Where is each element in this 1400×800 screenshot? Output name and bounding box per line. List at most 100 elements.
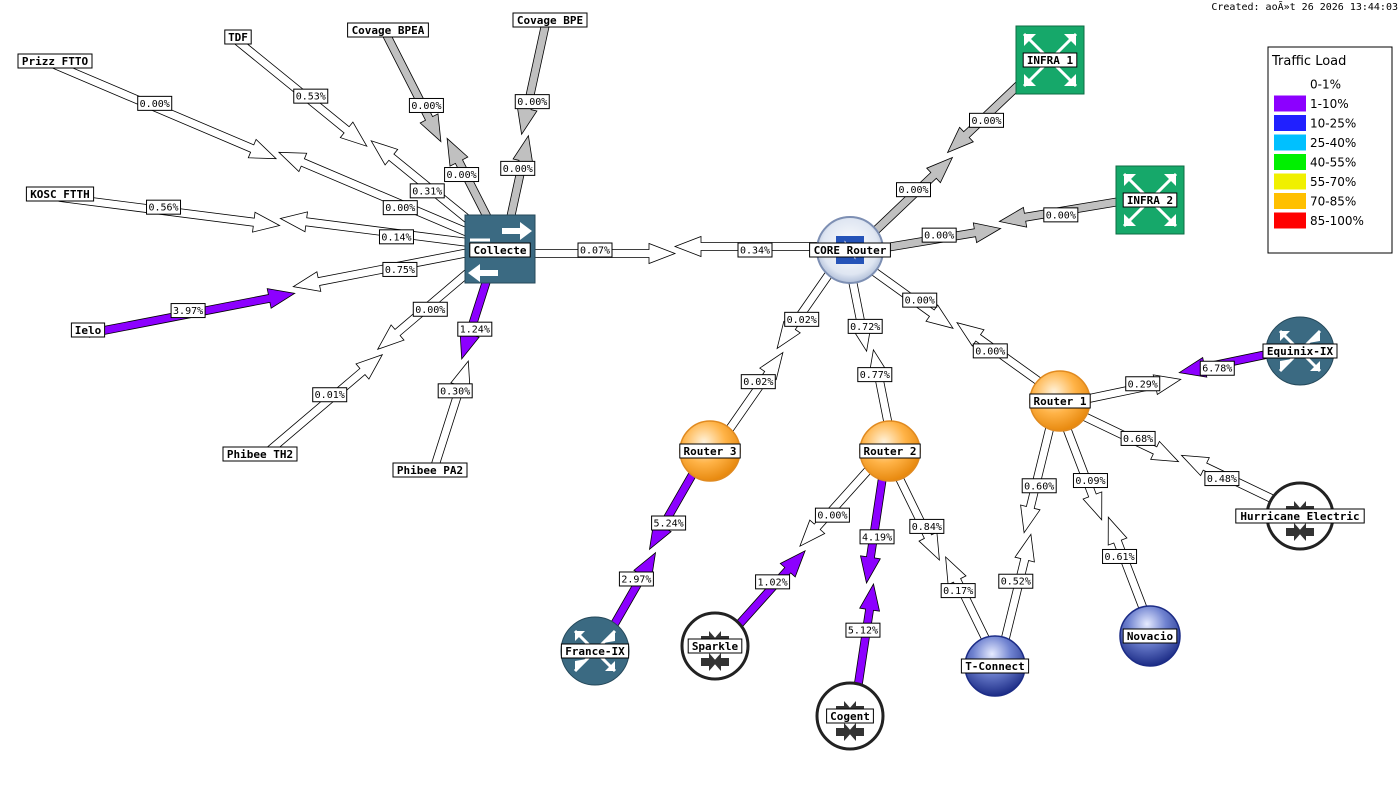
node-label: Cogent — [826, 708, 874, 724]
node-name: Cogent — [830, 710, 870, 723]
link-load-label: 0.00% — [972, 343, 1008, 359]
link-load-label: 0.07% — [577, 242, 613, 258]
link-load-label: 4.19% — [859, 529, 895, 545]
link-load-value: 0.02% — [787, 315, 817, 326]
link-load-label: 1.24% — [457, 321, 493, 337]
node-name: T-Connect — [965, 660, 1025, 673]
node-label-box — [17, 53, 93, 69]
link-load-value: 0.60% — [1024, 481, 1054, 492]
link-label-box — [412, 301, 448, 317]
node-name: Prizz FTTO — [22, 55, 89, 68]
link-load-label: 1.02% — [755, 574, 791, 590]
created-timestamp: Created: aoÃ»t 26 2026 13:44:03 — [1211, 0, 1398, 13]
link-load-value: 0.84% — [912, 522, 942, 533]
link-label-box — [408, 97, 444, 113]
link-label-box — [859, 529, 895, 545]
traffic-load-legend: Traffic Load 0-1%1-10%10-25%25-40%40-55%… — [1267, 46, 1393, 254]
node-label-box — [392, 462, 468, 478]
legend-item: 1-10% — [1274, 95, 1349, 112]
link-load-label: 0.00% — [382, 200, 418, 216]
node-label: INFRA 1 — [1022, 52, 1078, 68]
link-load-value: 6.78% — [1202, 364, 1232, 375]
link-label-box — [651, 515, 687, 531]
node-label-box — [512, 12, 588, 28]
legend-item: 85-100% — [1274, 212, 1364, 229]
link-load-value: 0.53% — [296, 92, 326, 103]
node-label: Router 1 — [1029, 393, 1091, 409]
link-arrow-out[interactable] — [380, 29, 442, 143]
link-load-value: 0.72% — [850, 322, 880, 333]
node-label-box — [826, 708, 874, 724]
link-load-label: 0.00% — [814, 507, 850, 523]
link-label-box — [847, 318, 883, 334]
link-label-box — [618, 571, 654, 587]
link-label-box — [382, 261, 418, 277]
link-label-box — [577, 242, 613, 258]
link-arrow-out[interactable] — [259, 353, 384, 461]
link-label-box — [1102, 548, 1138, 564]
legend-range: 10-25% — [1310, 117, 1356, 131]
link-label-box — [312, 387, 348, 403]
link-labels-layer: 0.00%0.00%0.00%0.00%0.53%0.31%0.00%0.00%… — [137, 88, 1240, 638]
link-arrow-out[interactable] — [428, 360, 471, 473]
link-load-value: 0.02% — [743, 377, 773, 388]
link-load-label: 0.56% — [146, 199, 182, 215]
link-label-box — [1120, 430, 1156, 446]
node-label-box — [1029, 393, 1091, 409]
link-label-box — [500, 160, 536, 176]
link-load-label: 0.60% — [1021, 478, 1057, 494]
legend-range: 1-10% — [1310, 97, 1349, 111]
link-load-value: 0.00% — [503, 164, 533, 175]
link-label-box — [1125, 376, 1161, 392]
link-load-label: 0.00% — [921, 227, 957, 243]
node-name: Router 3 — [684, 445, 737, 458]
node-label: TDF — [224, 29, 252, 45]
link-label-box — [845, 622, 881, 638]
link-load-label: 0.00% — [444, 167, 480, 183]
link-label-box — [972, 343, 1008, 359]
link-load-label: 0.00% — [408, 97, 444, 113]
link-load-label: 0.17% — [940, 583, 976, 599]
node-name: Router 1 — [1034, 395, 1087, 408]
link-label-box — [378, 229, 414, 245]
legend-item: 40-55% — [1274, 154, 1356, 170]
link-load-label: 2.97% — [618, 571, 654, 587]
node-name: Covage BPE — [517, 14, 583, 27]
legend-item: 10-25% — [1274, 115, 1356, 131]
node-label: Hurricane Electric — [1235, 508, 1365, 524]
link-load-value: 0.00% — [924, 231, 954, 242]
node-label-box — [1262, 343, 1338, 359]
link-label-box — [409, 183, 445, 199]
node-label: France-IX — [560, 643, 630, 659]
link-load-label: 0.00% — [895, 182, 931, 198]
node-label: Router 2 — [859, 443, 921, 459]
link-load-label: 0.30% — [437, 383, 473, 399]
link-load-label: 0.14% — [378, 229, 414, 245]
link-label-box — [814, 507, 850, 523]
node-label: Sparkle — [687, 638, 743, 654]
link-load-label: 0.00% — [500, 160, 536, 176]
node-label: T-Connect — [960, 658, 1030, 674]
node-name: Covage BPEA — [352, 24, 425, 37]
link-load-value: 0.00% — [415, 305, 445, 316]
link-load-value: 0.00% — [517, 97, 547, 108]
link-label-box — [137, 95, 173, 111]
link-arrow-out[interactable] — [516, 17, 551, 136]
node-label: Router 3 — [679, 443, 741, 459]
link-load-value: 0.00% — [898, 185, 928, 196]
link-label-box — [1043, 207, 1079, 223]
node-label-box — [1022, 52, 1078, 68]
link-load-label: 0.72% — [847, 318, 883, 334]
link-label-box — [857, 367, 893, 383]
node-label-box — [960, 658, 1030, 674]
node-label-box — [25, 186, 95, 202]
node-label: Covage BPE — [512, 12, 588, 28]
link-load-value: 0.17% — [943, 586, 973, 597]
link-load-value: 0.00% — [1046, 210, 1076, 221]
node-label: Ielo — [70, 322, 106, 338]
link-label-box — [998, 573, 1034, 589]
link-load-label: 3.97% — [170, 303, 206, 319]
link-load-label: 0.84% — [909, 518, 945, 534]
link-load-value: 0.68% — [1123, 434, 1153, 445]
node-name: Hurricane Electric — [1240, 510, 1359, 523]
